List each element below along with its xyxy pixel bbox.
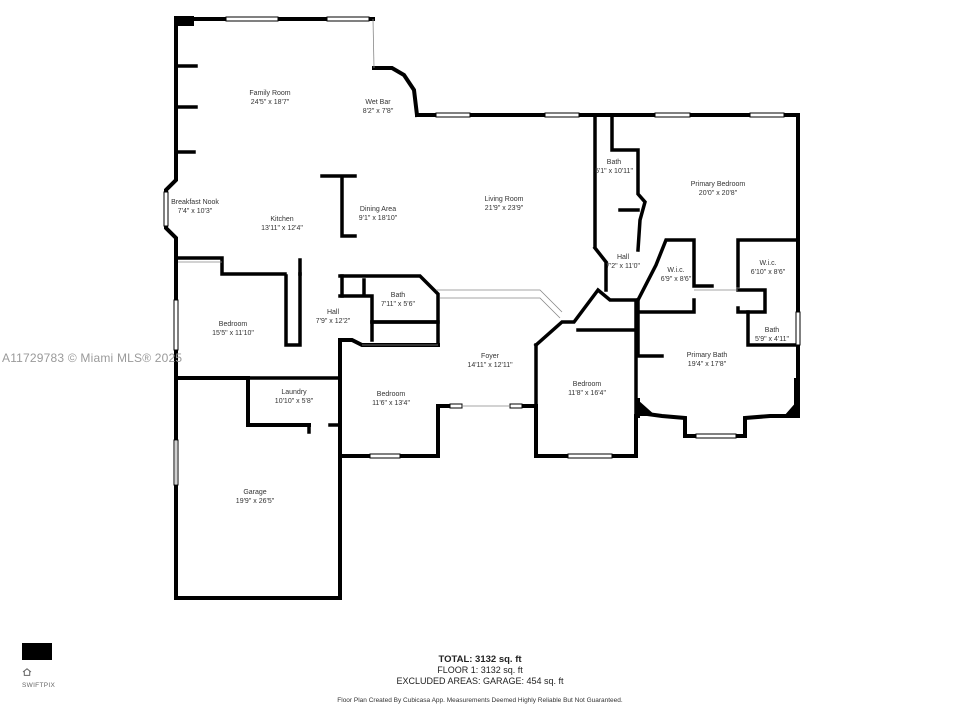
room-name: Bedroom — [376, 391, 406, 398]
room-dims: 6'9" x 8'6" — [660, 276, 692, 283]
room-dims: 8'2" x 7'8" — [362, 108, 394, 115]
room-label-living-room: Living Room 21'9" x 23'9" — [485, 195, 524, 213]
room-dims: 13'11" x 12'4" — [261, 225, 303, 232]
room-label-dining-area: Dining Area 9'1" x 18'10" — [359, 205, 397, 223]
room-label-wic-left: W.i.c. 6'9" x 8'6" — [661, 266, 692, 284]
room-name: Kitchen — [270, 216, 294, 223]
logo-block — [22, 643, 52, 660]
room-dims: 10'10" x 5'8" — [274, 398, 314, 405]
room-label-bath-center: Bath 7'11" x 5'6" — [381, 291, 415, 309]
room-name: Hall — [616, 254, 630, 261]
room-dims: 19'4" x 17'8" — [687, 361, 727, 368]
room-name: Bedroom — [572, 381, 602, 388]
mls-watermark: A11729783 © Miami MLS® 2025 — [2, 351, 183, 365]
room-label-wic-right: W.i.c. 6'10" x 8'6" — [751, 259, 786, 277]
room-label-wet-bar: Wet Bar 8'2" x 7'8" — [363, 98, 394, 116]
room-name: Breakfast Nook — [171, 199, 219, 206]
room-dims: 15'5" x 11'10" — [212, 330, 254, 337]
room-name: Laundry — [281, 389, 307, 396]
room-name: Bath — [390, 292, 406, 299]
room-name: W.i.c. — [759, 260, 777, 267]
room-dims: 19'9" x 26'5" — [235, 498, 275, 505]
room-label-primary-bedroom: Primary Bedroom 20'0" x 20'8" — [691, 180, 745, 198]
floor1-area: FLOOR 1: 3132 sq. ft — [437, 665, 523, 675]
room-name: Primary Bath — [686, 352, 728, 359]
room-name: Dining Area — [359, 206, 397, 213]
room-dims: 7'2" x 11'0" — [606, 263, 640, 270]
room-label-bath-top: Bath 5'1" x 10'11" — [595, 158, 633, 176]
room-dims: 5'1" x 10'11" — [595, 168, 633, 175]
room-dims: 5'9" x 4'11" — [755, 336, 789, 343]
room-name: Wet Bar — [365, 99, 391, 106]
room-label-bedroom-right: Bedroom 11'8" x 16'4" — [568, 380, 606, 398]
total-area: TOTAL: 3132 sq. ft — [438, 654, 522, 665]
room-dims: 21'9" x 23'9" — [484, 205, 524, 212]
excluded-areas: EXCLUDED AREAS: GARAGE: 454 sq. ft — [396, 676, 564, 686]
room-dims: 20'0" x 20'8" — [698, 190, 738, 197]
logo-text: SWIFTPIX — [22, 682, 56, 689]
room-name: Primary Bedroom — [690, 181, 746, 188]
room-dims: 11'6" x 13'4" — [372, 400, 410, 407]
room-label-bedroom-center: Bedroom 11'6" x 13'4" — [372, 390, 410, 408]
room-dims: 7'9" x 12'2" — [315, 318, 351, 325]
room-name: Living Room — [484, 196, 524, 203]
room-name: Bath — [606, 159, 622, 166]
room-name: Garage — [243, 489, 267, 496]
footer-disclaimer: Floor Plan Created By Cubicasa App. Meas… — [337, 697, 623, 704]
room-dims: 11'8" x 16'4" — [568, 390, 606, 397]
room-name: Bedroom — [218, 321, 248, 328]
room-name: Foyer — [481, 353, 499, 360]
room-dims: 6'10" x 8'6" — [750, 269, 786, 276]
room-label-laundry: Laundry 10'10" x 5'8" — [275, 388, 313, 406]
room-label-primary-bath: Primary Bath 19'4" x 17'8" — [687, 351, 727, 369]
room-dims: 7'11" x 5'6" — [381, 301, 415, 308]
room-dims: 7'4" x 10'3" — [177, 208, 213, 215]
room-label-hall-right: Hall 7'2" x 11'0" — [606, 253, 640, 271]
home-icon — [22, 668, 32, 676]
thin-lines — [175, 18, 738, 485]
room-dims: 14'11" x 12'11" — [467, 362, 513, 369]
room-name: W.i.c. — [667, 267, 685, 274]
room-dims: 24'5" x 18'7" — [250, 99, 290, 106]
interior-walls — [174, 64, 800, 434]
corner-fills — [174, 16, 798, 416]
room-name: Family Room — [249, 90, 291, 97]
room-label-bath-small-right: Bath 5'9" x 4'11" — [755, 326, 789, 344]
room-dims: 9'1" x 18'10" — [358, 215, 398, 222]
room-name: Bath — [764, 327, 780, 334]
room-label-hall-center: Hall 7'9" x 12'2" — [316, 308, 351, 326]
room-label-foyer: Foyer 14'11" x 12'11" — [467, 352, 512, 370]
swiftpix-logo: SWIFTPIX — [22, 643, 56, 689]
room-label-family-room: Family Room 24'5" x 18'7" — [249, 89, 290, 107]
room-name: Hall — [326, 309, 340, 316]
room-label-garage: Garage 19'9" x 26'5" — [236, 488, 274, 506]
room-label-breakfast-nook: Breakfast Nook 7'4" x 10'3" — [171, 198, 219, 216]
area-totals: TOTAL: 3132 sq. ft FLOOR 1: 3132 sq. ft … — [396, 654, 563, 687]
room-label-kitchen: Kitchen 13'11" x 12'4" — [261, 215, 303, 233]
room-label-bedroom-left: Bedroom 15'5" x 11'10" — [212, 320, 254, 338]
windows — [163, 16, 801, 486]
